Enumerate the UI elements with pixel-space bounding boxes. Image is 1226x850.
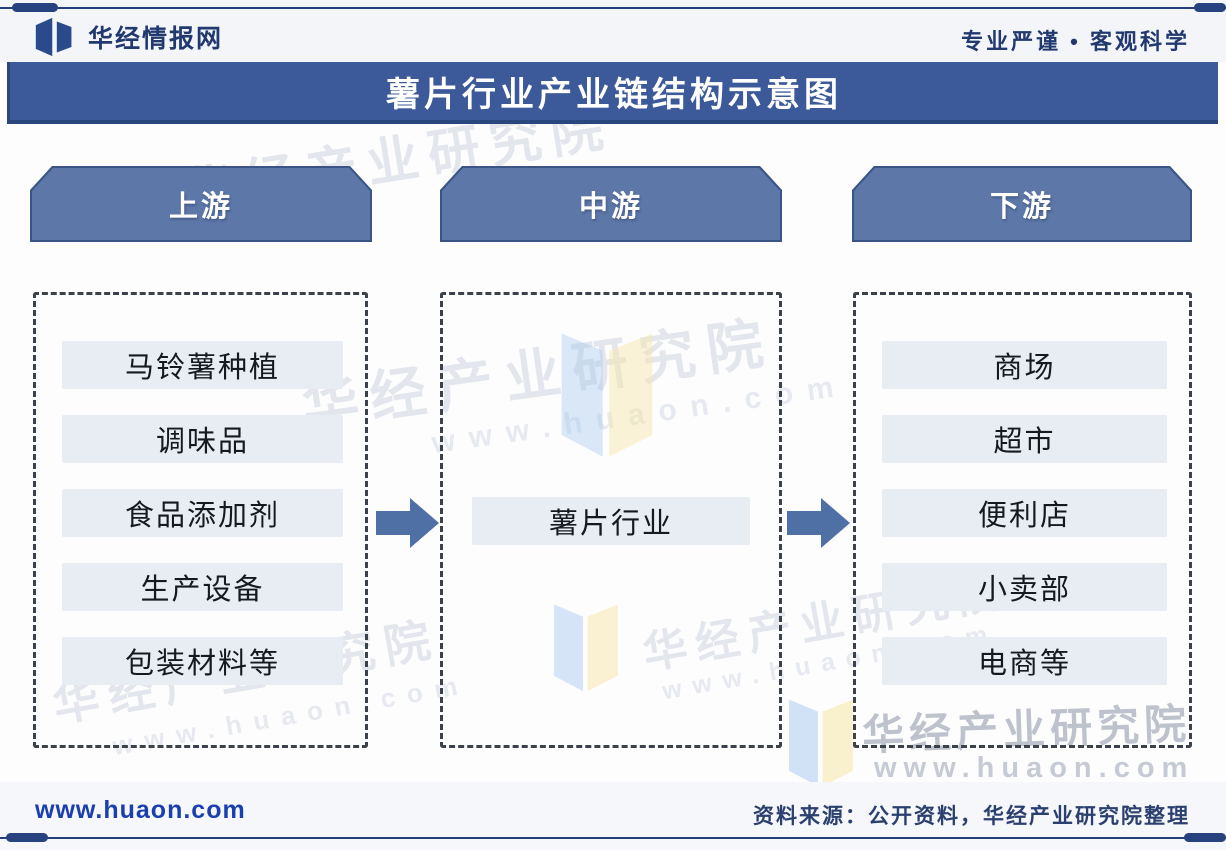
footer-website-link[interactable]: www.huaon.com [35, 796, 246, 824]
upstream-item: 马铃薯种植 [62, 341, 343, 389]
top-rule-right-cap [1194, 3, 1226, 12]
right-arrow-icon [376, 498, 439, 548]
column-header-label: 中游 [578, 191, 643, 223]
watermark-url-strong: www.huaon.com [874, 752, 1195, 784]
upstream-item: 食品添加剂 [62, 489, 343, 537]
right-arrow-icon [787, 498, 850, 548]
midstream-item: 薯片行业 [472, 497, 750, 545]
column-header-upstream: 上游 [30, 166, 372, 242]
top-rule-left-cap [12, 3, 58, 12]
huajing-logo-icon [35, 17, 72, 57]
upstream-item: 调味品 [62, 415, 343, 463]
bottom-rule-right-cap [1184, 833, 1226, 842]
downstream-item: 小卖部 [882, 563, 1167, 611]
column-header-label: 下游 [989, 191, 1054, 223]
page-title: 薯片行业产业链结构示意图 [386, 75, 842, 114]
column-header-midstream: 中游 [440, 166, 782, 242]
downstream-item: 电商等 [882, 637, 1167, 685]
upstream-item: 包装材料等 [62, 637, 343, 685]
downstream-item: 超市 [882, 415, 1167, 463]
slogan: 专业严谨 • 客观科学 [961, 29, 1190, 54]
column-header-label: 上游 [168, 191, 233, 223]
downstream-group-box [853, 292, 1192, 748]
downstream-item: 商场 [882, 341, 1167, 389]
column-header-downstream: 下游 [852, 166, 1192, 242]
downstream-item: 便利店 [882, 489, 1167, 537]
header-strip [0, 0, 1226, 62]
brand-label: 华经情报网 [88, 25, 224, 53]
data-source-note: 资料来源：公开资料，华经产业研究院整理 [753, 805, 1190, 828]
bottom-rule-left-cap [6, 833, 48, 842]
bottom-rule [0, 833, 1226, 842]
brand: 华经情报网 [34, 16, 223, 58]
title-bar: 薯片行业产业链结构示意图 [7, 62, 1218, 124]
watermark-logo-icon [789, 699, 853, 787]
upstream-group-box [33, 292, 368, 748]
top-rule [0, 3, 1226, 12]
midstream-group-box [440, 292, 782, 748]
upstream-item: 生产设备 [62, 563, 343, 611]
